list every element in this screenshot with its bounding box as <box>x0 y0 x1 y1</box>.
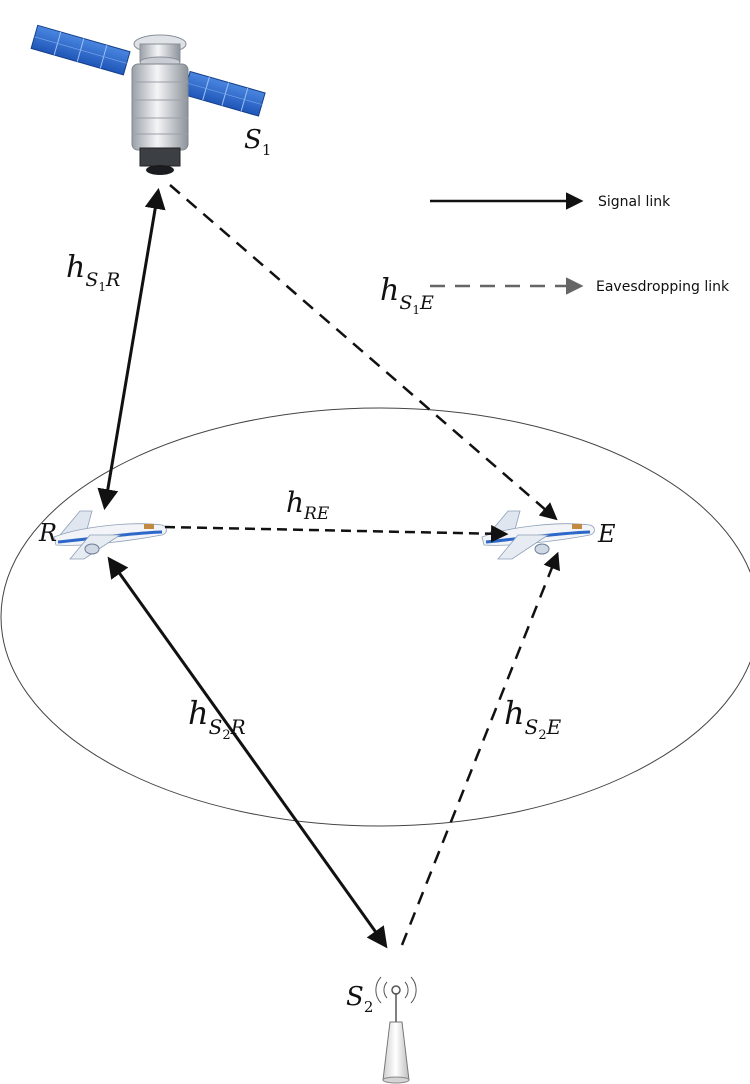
link-s1-r <box>97 187 166 511</box>
legend-signal-label: Signal link <box>598 194 671 210</box>
link-s2-r <box>107 556 388 949</box>
channel-label-re: hRE <box>286 486 330 524</box>
channel-label-s1e: hS1E <box>380 273 434 317</box>
node-label-r: R <box>38 519 57 547</box>
base-station-icon <box>375 976 417 1084</box>
link-s2-e <box>400 551 560 946</box>
node-label-s1: S1 <box>244 125 271 159</box>
coverage-ellipse <box>0 407 750 827</box>
channel-label-s2e: hS2E <box>504 694 562 743</box>
legend-eavesdropping-label: Eavesdropping link <box>596 279 730 295</box>
link-r-e <box>164 524 509 543</box>
channel-label-s2r: hS2R <box>188 694 246 743</box>
legend: Signal link Eavesdropping link <box>430 192 730 295</box>
node-label-e: E <box>597 520 616 548</box>
link-s1-e <box>169 184 558 521</box>
satellite-icon <box>30 24 266 175</box>
node-label-s2: S2 <box>346 982 373 1016</box>
channel-label-s1r: hS1R <box>66 250 120 294</box>
airplane-icon <box>53 510 167 560</box>
airplane-icon <box>481 510 595 560</box>
